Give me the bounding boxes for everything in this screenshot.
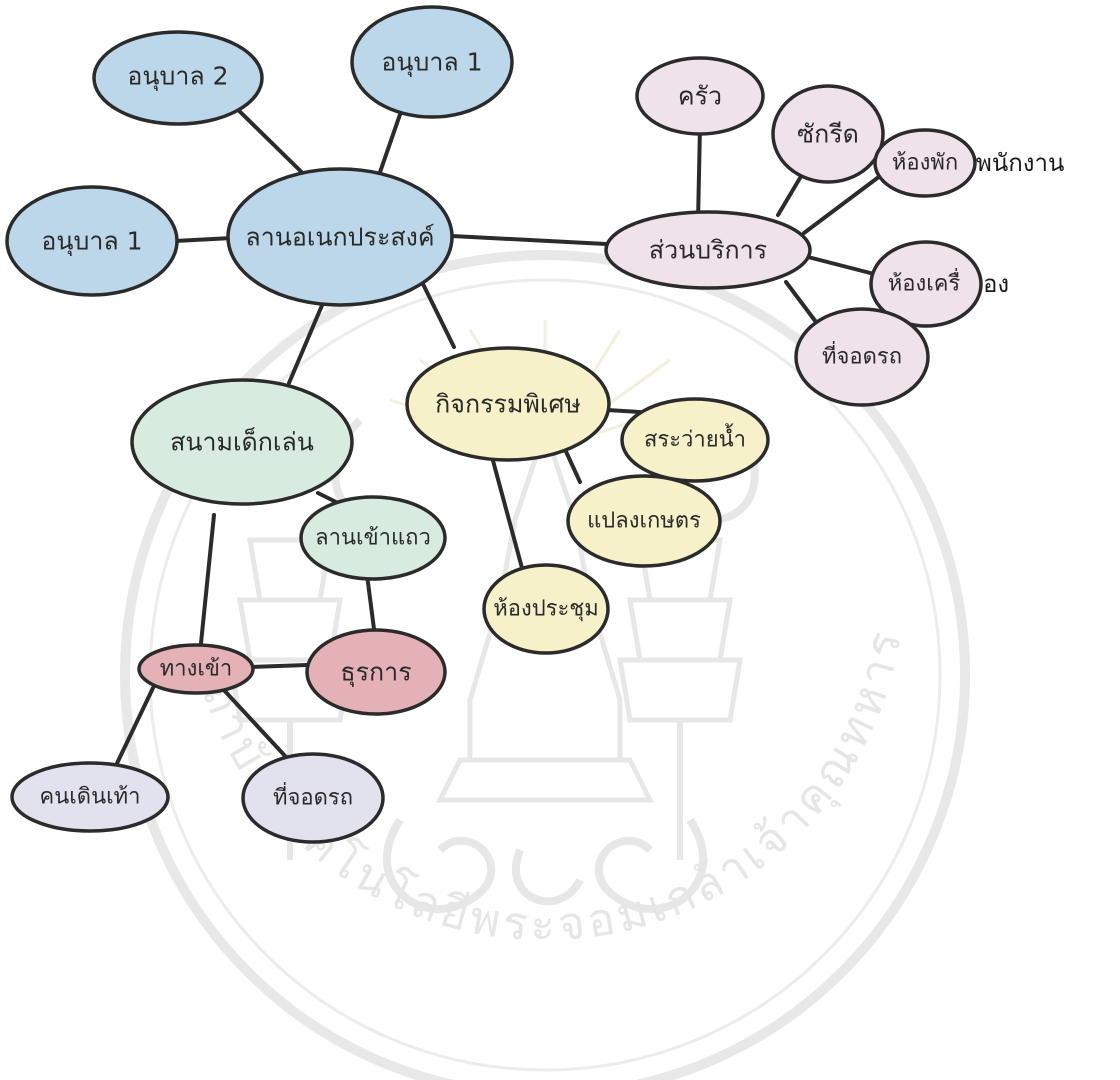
node-laundry-label: ซักรีด	[797, 120, 859, 149]
node-special-activity: กิจกรรมพิเศษ	[405, 346, 611, 462]
node-parking-entrance: ที่จอดรถ	[241, 752, 385, 844]
node-anuban-2-label: อนุบาล 2	[127, 62, 228, 92]
node-anuban-1-top: อนุบาล 1	[350, 5, 514, 119]
node-laundry: ซักรีด	[771, 84, 885, 184]
node-playground: สนามเด็กเล่น	[130, 378, 354, 506]
node-meeting-room: ห้องประชุม	[482, 563, 610, 655]
node-farm-plot-label: แปลงเกษตร	[587, 509, 701, 534]
node-service: ส่วนบริการ	[604, 210, 812, 290]
node-assembly-yard: ลานเข้าแถว	[299, 495, 447, 581]
node-admin: ธุรการ	[305, 628, 447, 716]
node-machine-room: ห้องเครื่ อง	[869, 240, 1009, 328]
node-machine-room-overflow-label: อง	[983, 270, 1009, 298]
node-swimming-pool: สระว่ายน้ำ	[620, 397, 770, 483]
node-parking-service: ที่จอดรถ	[794, 307, 930, 407]
node-anuban-1-left-label: อนุบาล 1	[41, 227, 142, 257]
node-anuban-1-left: อนุบาล 1	[5, 185, 179, 297]
node-farm-plot: แปลงเกษตร	[566, 474, 722, 568]
node-service-label: ส่วนบริการ	[649, 236, 767, 265]
node-admin-label: ธุรการ	[340, 658, 411, 688]
node-entrance: ทางเข้า	[137, 643, 255, 695]
node-anuban-1-top-label: อนุบาล 1	[381, 48, 482, 78]
node-parking-service-label: ที่จอดรถ	[822, 341, 902, 370]
node-multipurpose-yard: ลานอเนกประสงค์	[226, 167, 454, 307]
node-staff-room-label: ห้องพัก	[892, 151, 958, 176]
node-pedestrian-label: คนเดินเท้า	[40, 785, 141, 810]
node-assembly-yard-label: ลานเข้าแถว	[315, 526, 431, 551]
connector-lines	[108, 98, 884, 780]
node-playground-label: สนามเด็กเล่น	[170, 427, 314, 457]
node-kitchen-label: ครัว	[678, 82, 722, 111]
node-special-activity-label: กิจกรรมพิเศษ	[435, 390, 581, 419]
node-anuban-2: อนุบาล 2	[92, 30, 264, 126]
node-parking-entrance-label: ที่จอดรถ	[273, 782, 353, 811]
node-swimming-pool-label: สระว่ายน้ำ	[644, 424, 746, 453]
node-staff-room-overflow-label: พนักงาน	[976, 149, 1064, 177]
node-staff-room: ห้องพัก พนักงาน	[873, 128, 1064, 198]
node-multipurpose-yard-label: ลานอเนกประสงค์	[245, 223, 434, 252]
node-entrance-label: ทางเข้า	[160, 657, 233, 682]
node-kitchen: ครัว	[635, 56, 765, 136]
node-pedestrian: คนเดินเท้า	[10, 761, 170, 833]
node-machine-room-label: ห้องเครื่	[888, 268, 961, 297]
node-meeting-room-label: ห้องประชุม	[493, 597, 599, 622]
